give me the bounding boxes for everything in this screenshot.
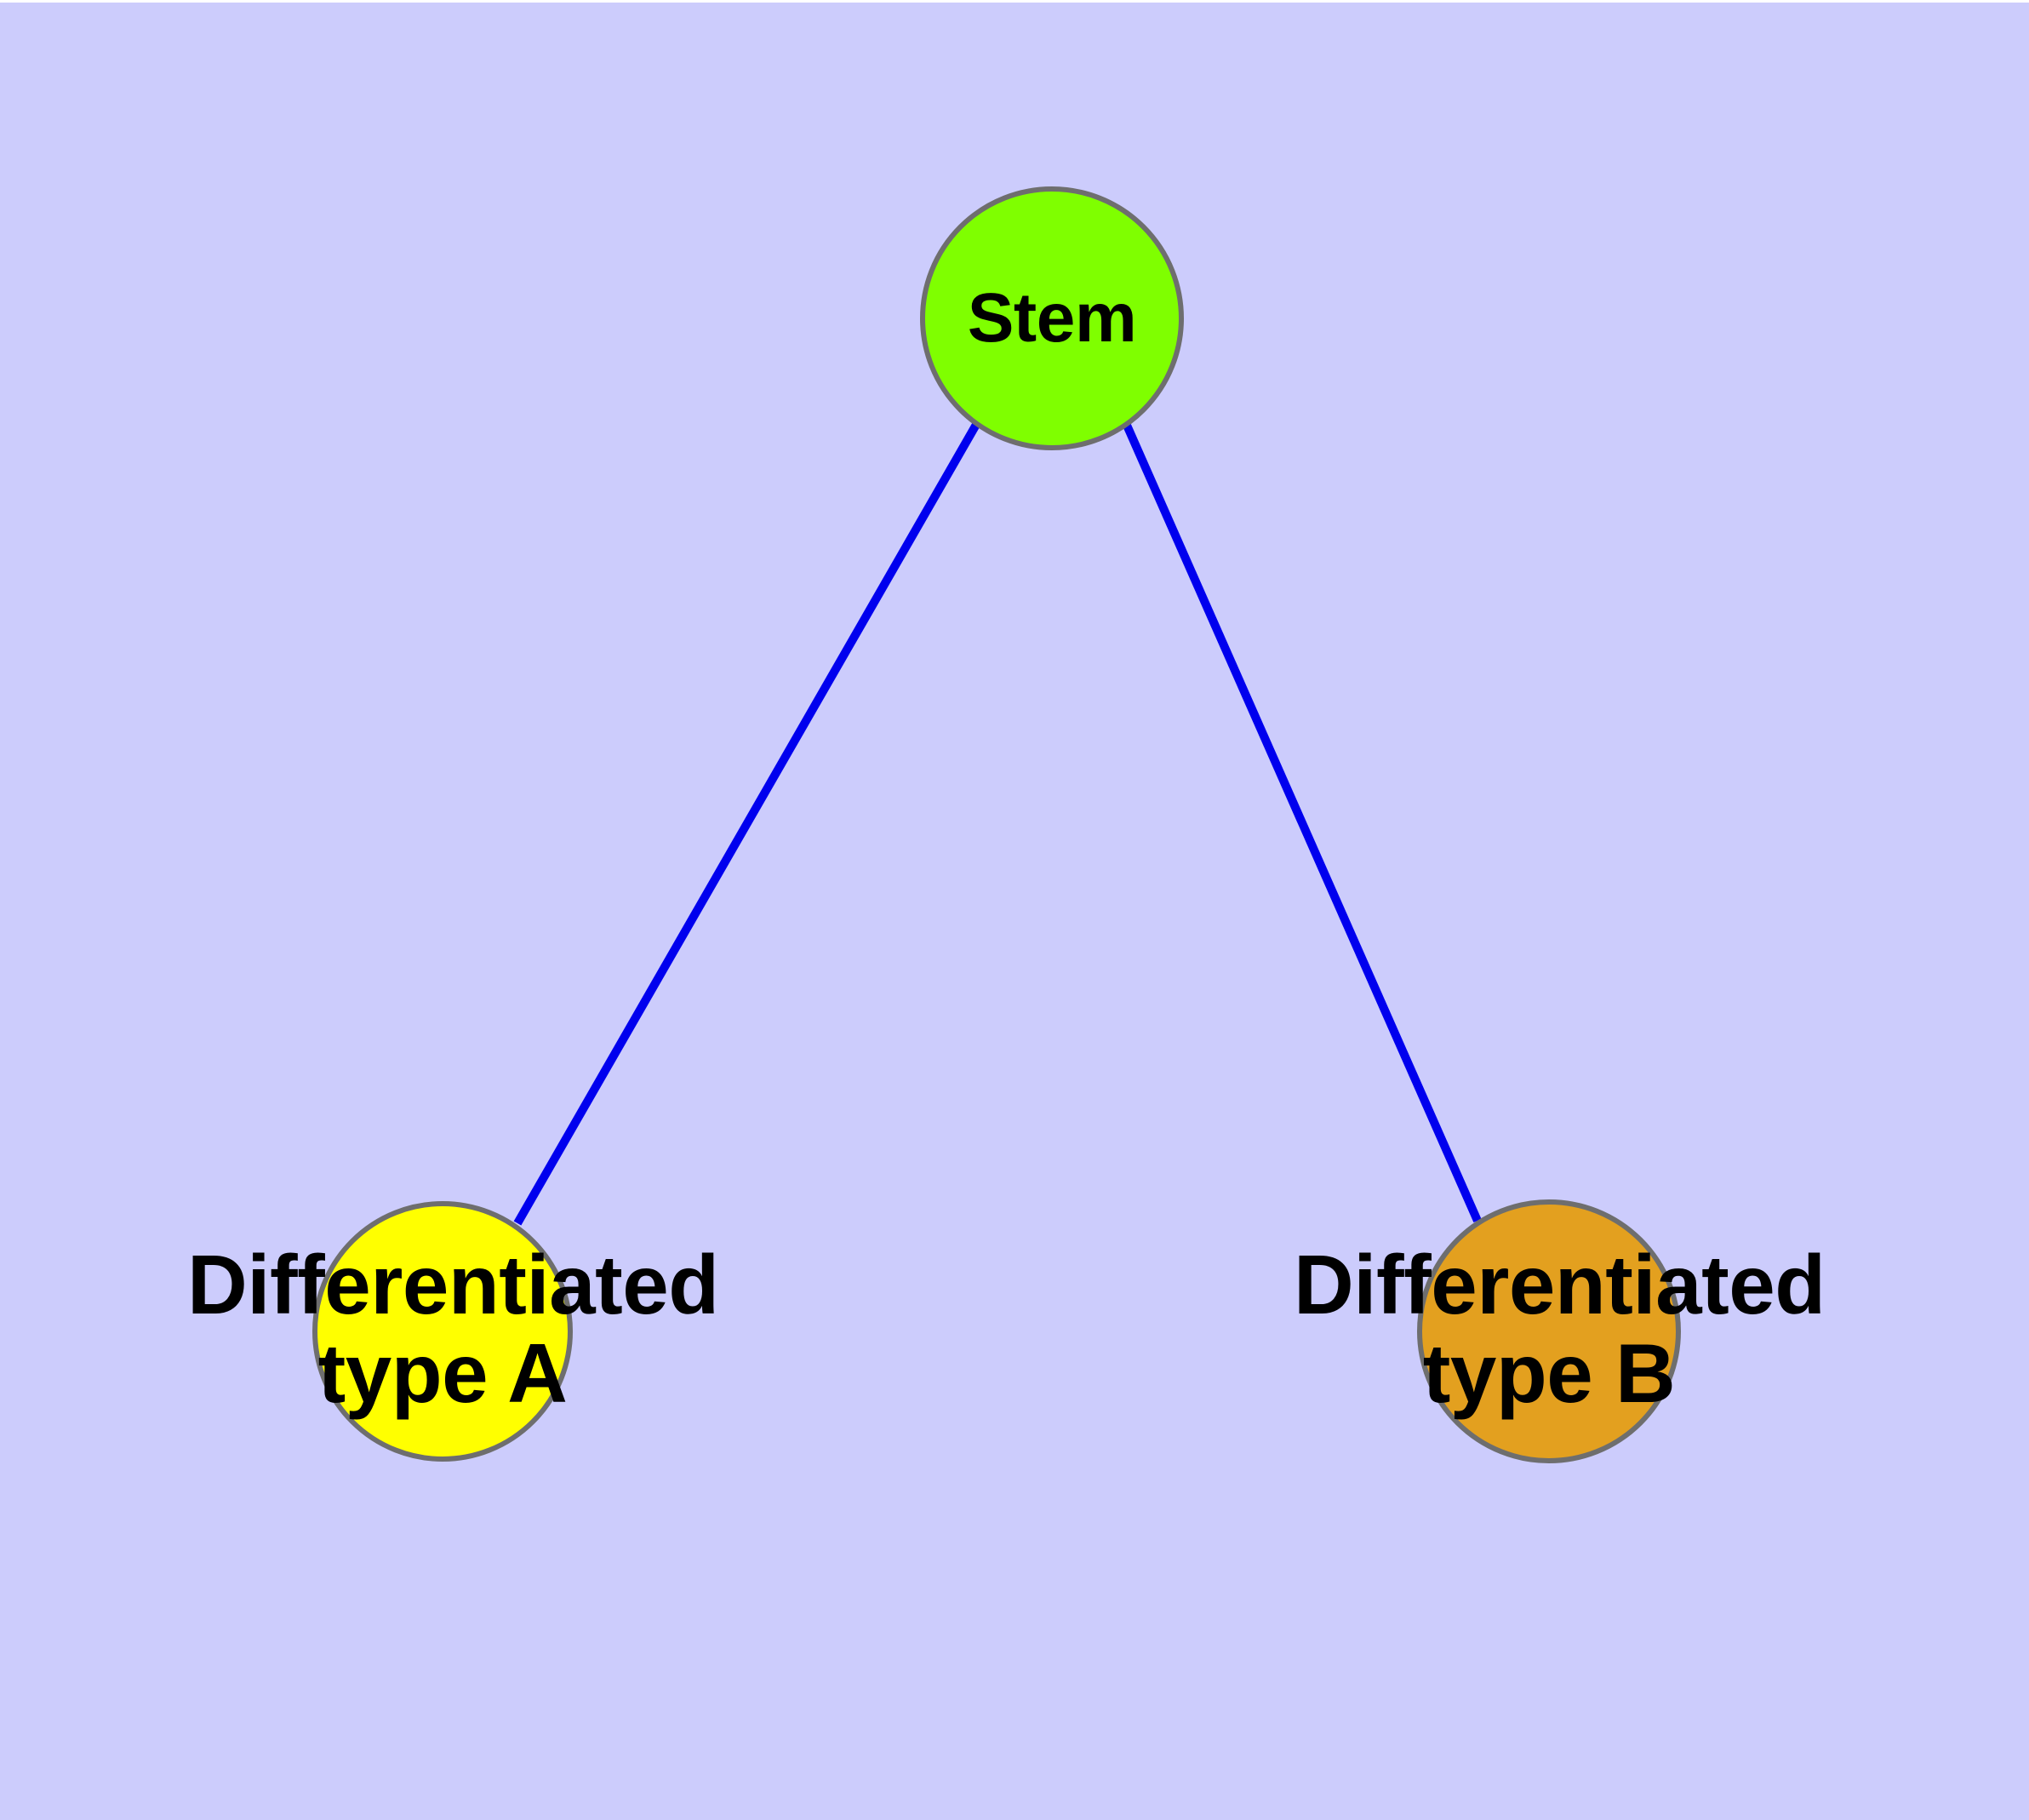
edge-stem-to-type-b[interactable]: [1121, 419, 1482, 1223]
node-stem[interactable]: [920, 186, 1184, 450]
node-type-a[interactable]: [312, 1201, 573, 1462]
node-type-b[interactable]: [1417, 1199, 1681, 1463]
edge-stem-to-type-a[interactable]: [513, 421, 981, 1226]
